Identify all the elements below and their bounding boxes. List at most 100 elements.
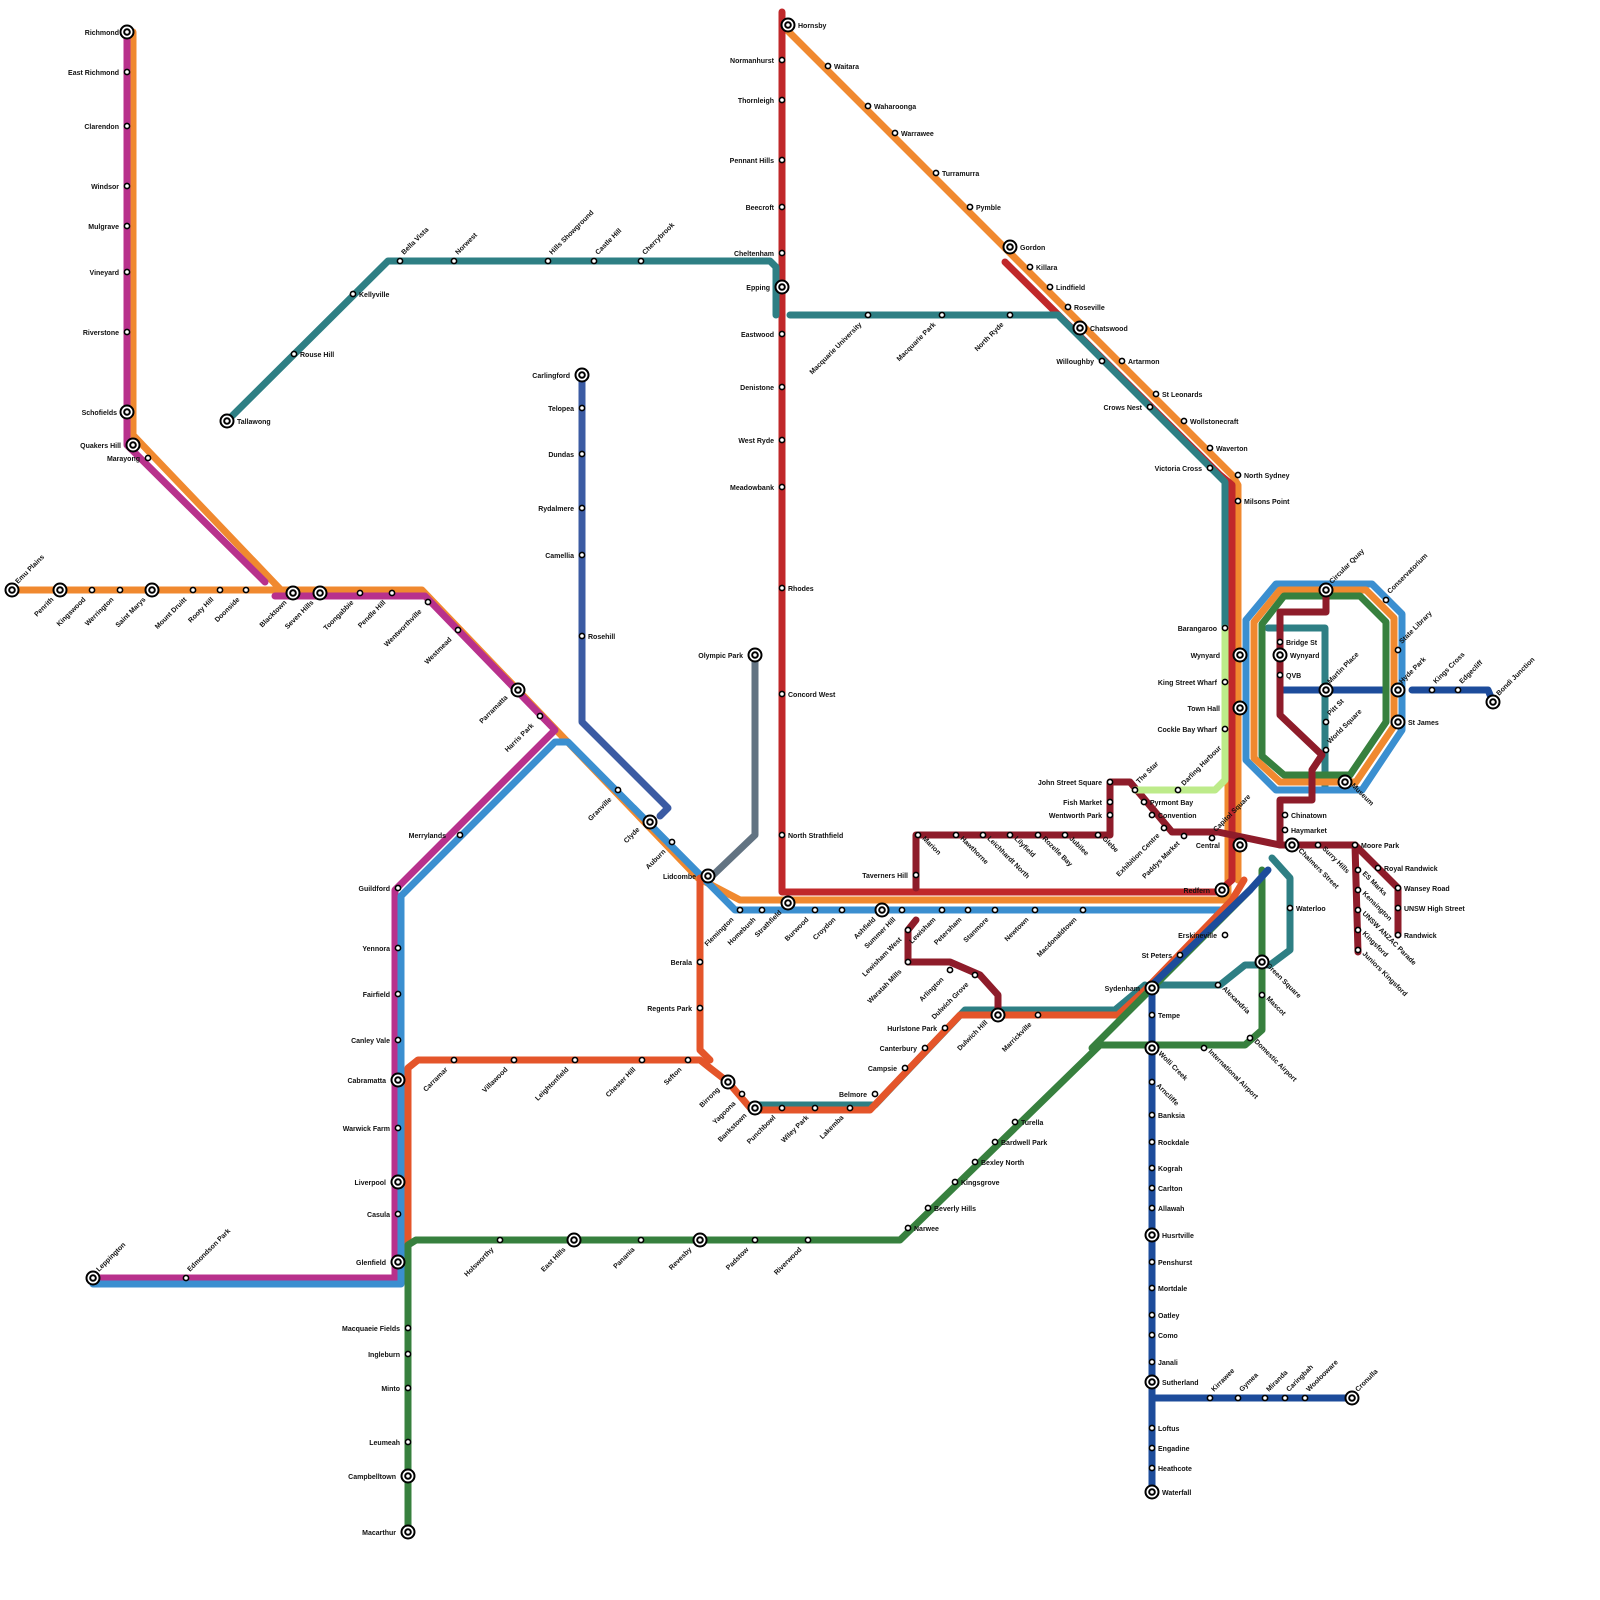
station-regents-park[interactable] bbox=[697, 1005, 702, 1010]
station-oatley[interactable] bbox=[1149, 1312, 1154, 1317]
station-rhodes[interactable] bbox=[779, 585, 784, 590]
station-berala[interactable] bbox=[697, 959, 702, 964]
station-bardwell-park[interactable] bbox=[992, 1139, 997, 1144]
station-fairfield[interactable] bbox=[395, 991, 400, 996]
station-casula[interactable] bbox=[395, 1211, 400, 1216]
station-kograh[interactable] bbox=[1149, 1165, 1154, 1170]
station-rooty-hill[interactable] bbox=[217, 587, 222, 592]
station-dundas[interactable] bbox=[579, 451, 584, 456]
station-stanmore[interactable] bbox=[992, 907, 997, 912]
station-warwick-farm[interactable] bbox=[395, 1125, 400, 1130]
station-punchbowl[interactable] bbox=[779, 1105, 784, 1110]
station-st-peters[interactable] bbox=[1177, 952, 1182, 957]
station-glebe[interactable] bbox=[1095, 832, 1100, 837]
station-sefton[interactable] bbox=[685, 1057, 690, 1062]
station-darling-harbour[interactable] bbox=[1175, 787, 1180, 792]
station-victoria-cross[interactable] bbox=[1207, 465, 1212, 470]
station-international-airport[interactable] bbox=[1201, 1045, 1206, 1050]
station-vineyard[interactable] bbox=[124, 269, 129, 274]
station-convention[interactable] bbox=[1149, 812, 1154, 817]
station-macquarie-university[interactable] bbox=[865, 312, 870, 317]
station-barangaroo[interactable] bbox=[1222, 625, 1227, 630]
station-rozelle-bay[interactable] bbox=[1035, 832, 1040, 837]
station-wentworth-park[interactable] bbox=[1107, 812, 1112, 817]
station-crows-nest[interactable] bbox=[1147, 404, 1152, 409]
station-wansey-road[interactable] bbox=[1395, 885, 1400, 890]
station-north-strathfield[interactable] bbox=[779, 832, 784, 837]
station-meadowbank[interactable] bbox=[779, 484, 784, 489]
station-riverstone[interactable] bbox=[124, 329, 129, 334]
station-roseville[interactable] bbox=[1065, 304, 1070, 309]
station-merrylands[interactable] bbox=[457, 832, 462, 837]
station-norwest[interactable] bbox=[451, 258, 456, 263]
station-mortdale[interactable] bbox=[1149, 1285, 1154, 1290]
station-taverners-hill[interactable] bbox=[913, 872, 918, 877]
station-penshurst[interactable] bbox=[1149, 1259, 1154, 1264]
station-loftus[interactable] bbox=[1149, 1425, 1154, 1430]
station-unsw-high-street[interactable] bbox=[1395, 905, 1400, 910]
station-willoughby[interactable] bbox=[1099, 358, 1104, 363]
station-macquarie-fields[interactable] bbox=[405, 1325, 410, 1330]
station-burwood[interactable] bbox=[812, 907, 817, 912]
station-minto[interactable] bbox=[405, 1385, 410, 1390]
station-rydalmere[interactable] bbox=[579, 505, 584, 510]
station-kellyville[interactable] bbox=[350, 291, 355, 296]
station-exhibition-centre[interactable] bbox=[1161, 825, 1166, 830]
station-normanhurst[interactable] bbox=[779, 57, 784, 62]
station-wentworthville[interactable] bbox=[425, 599, 430, 604]
station-leumeah[interactable] bbox=[405, 1439, 410, 1444]
station-chester-hill[interactable] bbox=[639, 1057, 644, 1062]
station-narwee[interactable] bbox=[905, 1225, 910, 1230]
station-denistone[interactable] bbox=[779, 384, 784, 389]
station-north-sydney[interactable] bbox=[1235, 472, 1240, 477]
station-campsie[interactable] bbox=[902, 1065, 907, 1070]
station-macdonaldtown[interactable] bbox=[1080, 907, 1085, 912]
station-wiley-park[interactable] bbox=[812, 1105, 817, 1110]
station-granville[interactable] bbox=[615, 787, 620, 792]
station-cherrybrook[interactable] bbox=[638, 258, 643, 263]
station-castle-hill[interactable] bbox=[591, 258, 596, 263]
station-camellia[interactable] bbox=[579, 552, 584, 557]
station-domestic-airport[interactable] bbox=[1247, 1035, 1252, 1040]
station-surry-hills[interactable] bbox=[1315, 842, 1320, 847]
station-padstow[interactable] bbox=[752, 1237, 757, 1242]
station-flemington[interactable] bbox=[737, 907, 742, 912]
station-westmead[interactable] bbox=[455, 627, 460, 632]
station-summer-hill[interactable] bbox=[899, 907, 904, 912]
station-clarendon[interactable] bbox=[124, 123, 129, 128]
station-wahroonga[interactable] bbox=[865, 103, 870, 108]
station-st-leonards[interactable] bbox=[1153, 391, 1158, 396]
station-hawthorne[interactable] bbox=[953, 832, 958, 837]
station-west-ryde[interactable] bbox=[779, 437, 784, 442]
station-harris-park[interactable] bbox=[537, 713, 542, 718]
station-arlington[interactable] bbox=[947, 967, 952, 972]
station-king-street-wharf[interactable] bbox=[1222, 679, 1227, 684]
station-marrickville[interactable] bbox=[1035, 1012, 1040, 1017]
station-pennant-hills[interactable] bbox=[779, 157, 784, 162]
station-pyrmont-bay[interactable] bbox=[1141, 799, 1146, 804]
station-como[interactable] bbox=[1149, 1332, 1154, 1337]
station-yennora[interactable] bbox=[395, 945, 400, 950]
station-hills-showground[interactable] bbox=[545, 258, 550, 263]
station-moore-park[interactable] bbox=[1352, 842, 1357, 847]
station-allawah[interactable] bbox=[1149, 1205, 1154, 1210]
station-doonside[interactable] bbox=[243, 587, 248, 592]
station-kensington[interactable] bbox=[1355, 887, 1360, 892]
station-waterloo[interactable] bbox=[1287, 905, 1292, 910]
station-waitara[interactable] bbox=[825, 63, 830, 68]
station-belmore[interactable] bbox=[872, 1091, 877, 1096]
station-bexley-north[interactable] bbox=[972, 1159, 977, 1164]
station-holsworthy[interactable] bbox=[497, 1237, 502, 1242]
station-auburn[interactable] bbox=[669, 839, 674, 844]
station-tempe[interactable] bbox=[1149, 1012, 1154, 1017]
station-waverton[interactable] bbox=[1207, 445, 1212, 450]
station-lewisham-west[interactable] bbox=[905, 927, 910, 932]
station-thornleigh[interactable] bbox=[779, 97, 784, 102]
station-lilyfield[interactable] bbox=[1007, 832, 1012, 837]
station-concord-west[interactable] bbox=[779, 691, 784, 696]
station-carlton[interactable] bbox=[1149, 1185, 1154, 1190]
station-leichhardt-north[interactable] bbox=[980, 832, 985, 837]
station-leightonfield[interactable] bbox=[572, 1057, 577, 1062]
station-conservatorium[interactable] bbox=[1383, 597, 1388, 602]
station-juniors-kingsford[interactable] bbox=[1355, 947, 1360, 952]
